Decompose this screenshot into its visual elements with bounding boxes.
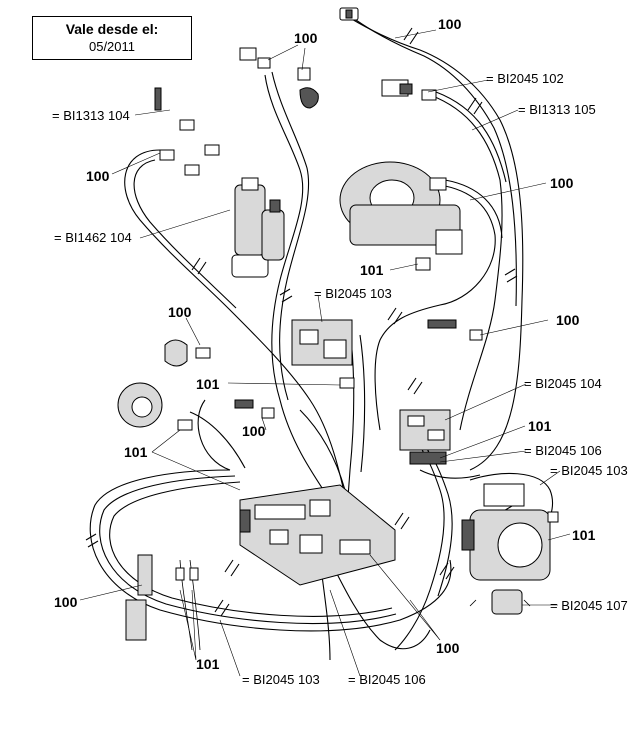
callout-100: 100 <box>54 594 78 610</box>
validity-date: 05/2011 <box>88 39 136 54</box>
fan-blower <box>339 161 463 271</box>
sensor-left-top <box>154 87 220 176</box>
part-ref-bi1313-105: = BI1313 105 <box>518 102 596 117</box>
part-ref-bi1462-104: = BI1462 104 <box>54 230 132 245</box>
callout-100: 100 <box>556 312 580 328</box>
main-control-board <box>239 484 396 586</box>
callout-100: 100 <box>436 640 460 656</box>
flow-sensor-assembly <box>231 177 285 278</box>
callout-100: 100 <box>550 175 574 191</box>
callout-100: 100 <box>294 30 318 46</box>
pressure-sensor-left <box>164 339 211 367</box>
leader-lines <box>79 29 571 677</box>
part-ref-bi2045-107: = BI2045 107 <box>550 598 628 613</box>
callout-101: 101 <box>528 418 552 434</box>
small-sensor-middle <box>234 399 275 419</box>
validity-box: Vale desde el: 05/2011 <box>32 16 192 60</box>
callout-101: 101 <box>196 376 220 392</box>
part-ref-bi2045-103: = BI2045 103 <box>242 672 320 687</box>
part-ref-bi1313-104: = BI1313 104 <box>52 108 130 123</box>
validity-title: Vale desde el: <box>65 21 159 37</box>
terminal-blocks-left <box>125 554 199 641</box>
pressure-switch-right <box>381 79 437 101</box>
callout-100: 100 <box>168 304 192 320</box>
callout-100: 100 <box>438 16 462 32</box>
display-board <box>399 409 451 465</box>
callout-100: 100 <box>242 423 266 439</box>
part-ref-bi2045-106: = BI2045 106 <box>348 672 426 687</box>
capacitor <box>469 589 531 615</box>
callout-101: 101 <box>360 262 384 278</box>
part-ref-bi2045-103: = BI2045 103 <box>314 286 392 301</box>
gas-valve <box>291 319 355 389</box>
part-ref-bi2045-106: = BI2045 106 <box>524 443 602 458</box>
part-ref-bi2045-102: = BI2045 102 <box>486 71 564 86</box>
circulation-pump <box>461 483 559 581</box>
part-ref-bi2045-104: = BI2045 104 <box>524 376 602 391</box>
callout-100: 100 <box>86 168 110 184</box>
connector-top-left <box>239 47 319 109</box>
callout-101: 101 <box>124 444 148 460</box>
motor-valve-left <box>117 382 193 431</box>
callout-101: 101 <box>196 656 220 672</box>
ignition-electrode <box>427 319 483 341</box>
callout-101: 101 <box>572 527 596 543</box>
temperature-sensor-top <box>339 7 359 21</box>
part-ref-bi2045-103: = BI2045 103 <box>550 463 628 478</box>
